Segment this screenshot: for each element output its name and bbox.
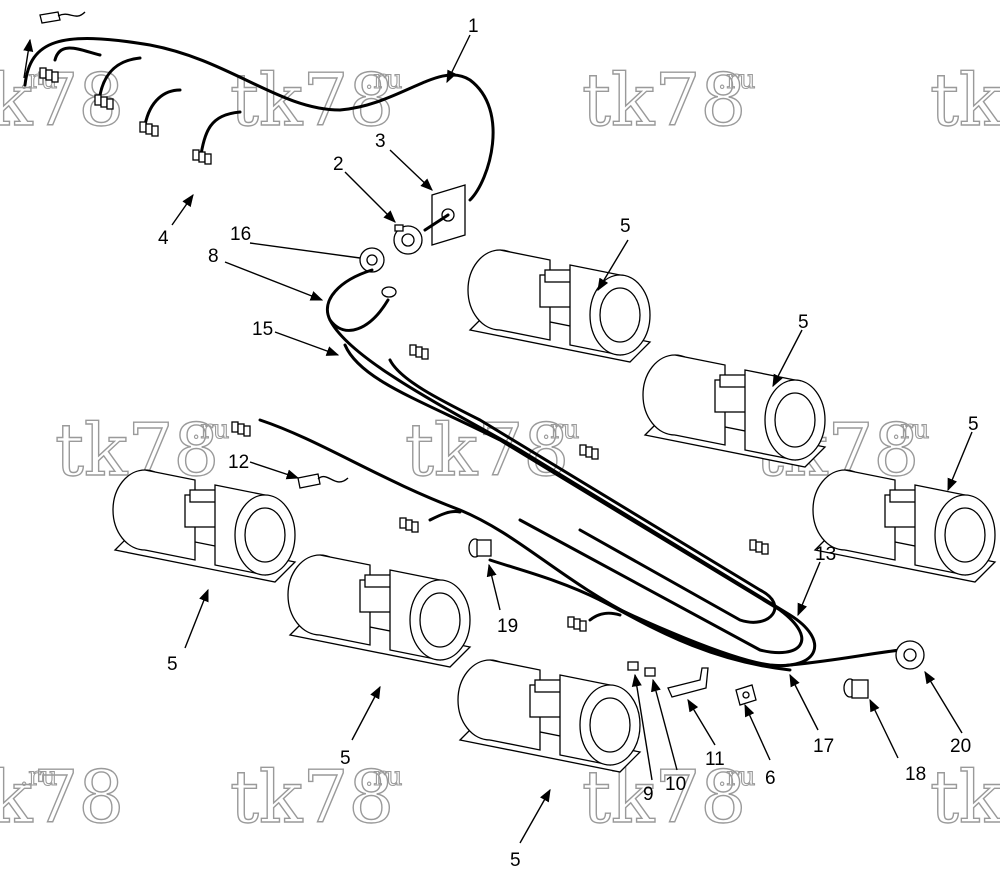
switch-20 bbox=[895, 640, 925, 670]
leader-lines bbox=[23, 34, 973, 844]
watermark-suffix: .ru bbox=[892, 415, 929, 445]
watermark-text: tk78 bbox=[230, 58, 394, 142]
watermark-text: tk78 bbox=[582, 58, 746, 142]
grommet-19 bbox=[468, 538, 492, 558]
callout-labels: 1 2 3 4 5 5 5 5 5 5 6 8 9 10 11 12 13 15… bbox=[158, 16, 979, 871]
watermark-suffix: .ru bbox=[20, 762, 57, 792]
callout-5d: 5 bbox=[167, 654, 178, 675]
callout-5b: 5 bbox=[798, 312, 809, 333]
grommet-18 bbox=[843, 678, 869, 699]
sensor-12 bbox=[297, 473, 349, 489]
callout-2: 2 bbox=[333, 154, 344, 175]
harness-1 bbox=[23, 11, 495, 202]
callout-16: 16 bbox=[230, 224, 251, 245]
switch-16 bbox=[359, 247, 385, 273]
callout-9: 9 bbox=[643, 784, 654, 805]
callout-17: 17 bbox=[813, 736, 834, 757]
callout-12: 12 bbox=[228, 452, 249, 473]
watermark-suffix: .ru bbox=[718, 762, 755, 792]
watermark-text: tk78 bbox=[930, 755, 1000, 839]
callout-11: 11 bbox=[705, 749, 725, 770]
watermark-text: tk78 bbox=[930, 58, 1000, 142]
callout-5e: 5 bbox=[340, 748, 351, 769]
callout-19: 19 bbox=[497, 616, 518, 637]
callout-5a: 5 bbox=[620, 216, 631, 237]
callout-8: 8 bbox=[208, 246, 219, 267]
callout-10: 10 bbox=[665, 774, 686, 795]
callout-13: 13 bbox=[815, 544, 836, 565]
watermark-suffix: .ru bbox=[718, 65, 755, 95]
callout-20: 20 bbox=[950, 736, 971, 757]
cable-8 bbox=[325, 268, 397, 332]
watermark-text: tk78 bbox=[230, 755, 394, 839]
watermark-suffix: .ru bbox=[365, 65, 402, 95]
callout-4: 4 bbox=[158, 228, 169, 249]
callout-5c: 5 bbox=[968, 414, 979, 435]
small-parts bbox=[627, 661, 757, 706]
callout-6: 6 bbox=[765, 768, 776, 789]
callout-3: 3 bbox=[375, 131, 386, 152]
mounting-plate bbox=[423, 184, 466, 246]
watermark-text: tk78 bbox=[0, 755, 124, 839]
watermark-text: tk78 bbox=[405, 408, 569, 492]
watermark-suffix: .ru bbox=[365, 762, 402, 792]
callout-15: 15 bbox=[252, 319, 273, 340]
callout-1: 1 bbox=[468, 16, 479, 37]
harness-13-15-17 bbox=[231, 318, 902, 672]
watermark-suffix: .ru bbox=[542, 415, 579, 445]
watermark-suffix: .ru bbox=[192, 415, 229, 445]
callout-18: 18 bbox=[905, 764, 926, 785]
callout-5f: 5 bbox=[510, 850, 521, 871]
switch-2 bbox=[393, 224, 423, 255]
